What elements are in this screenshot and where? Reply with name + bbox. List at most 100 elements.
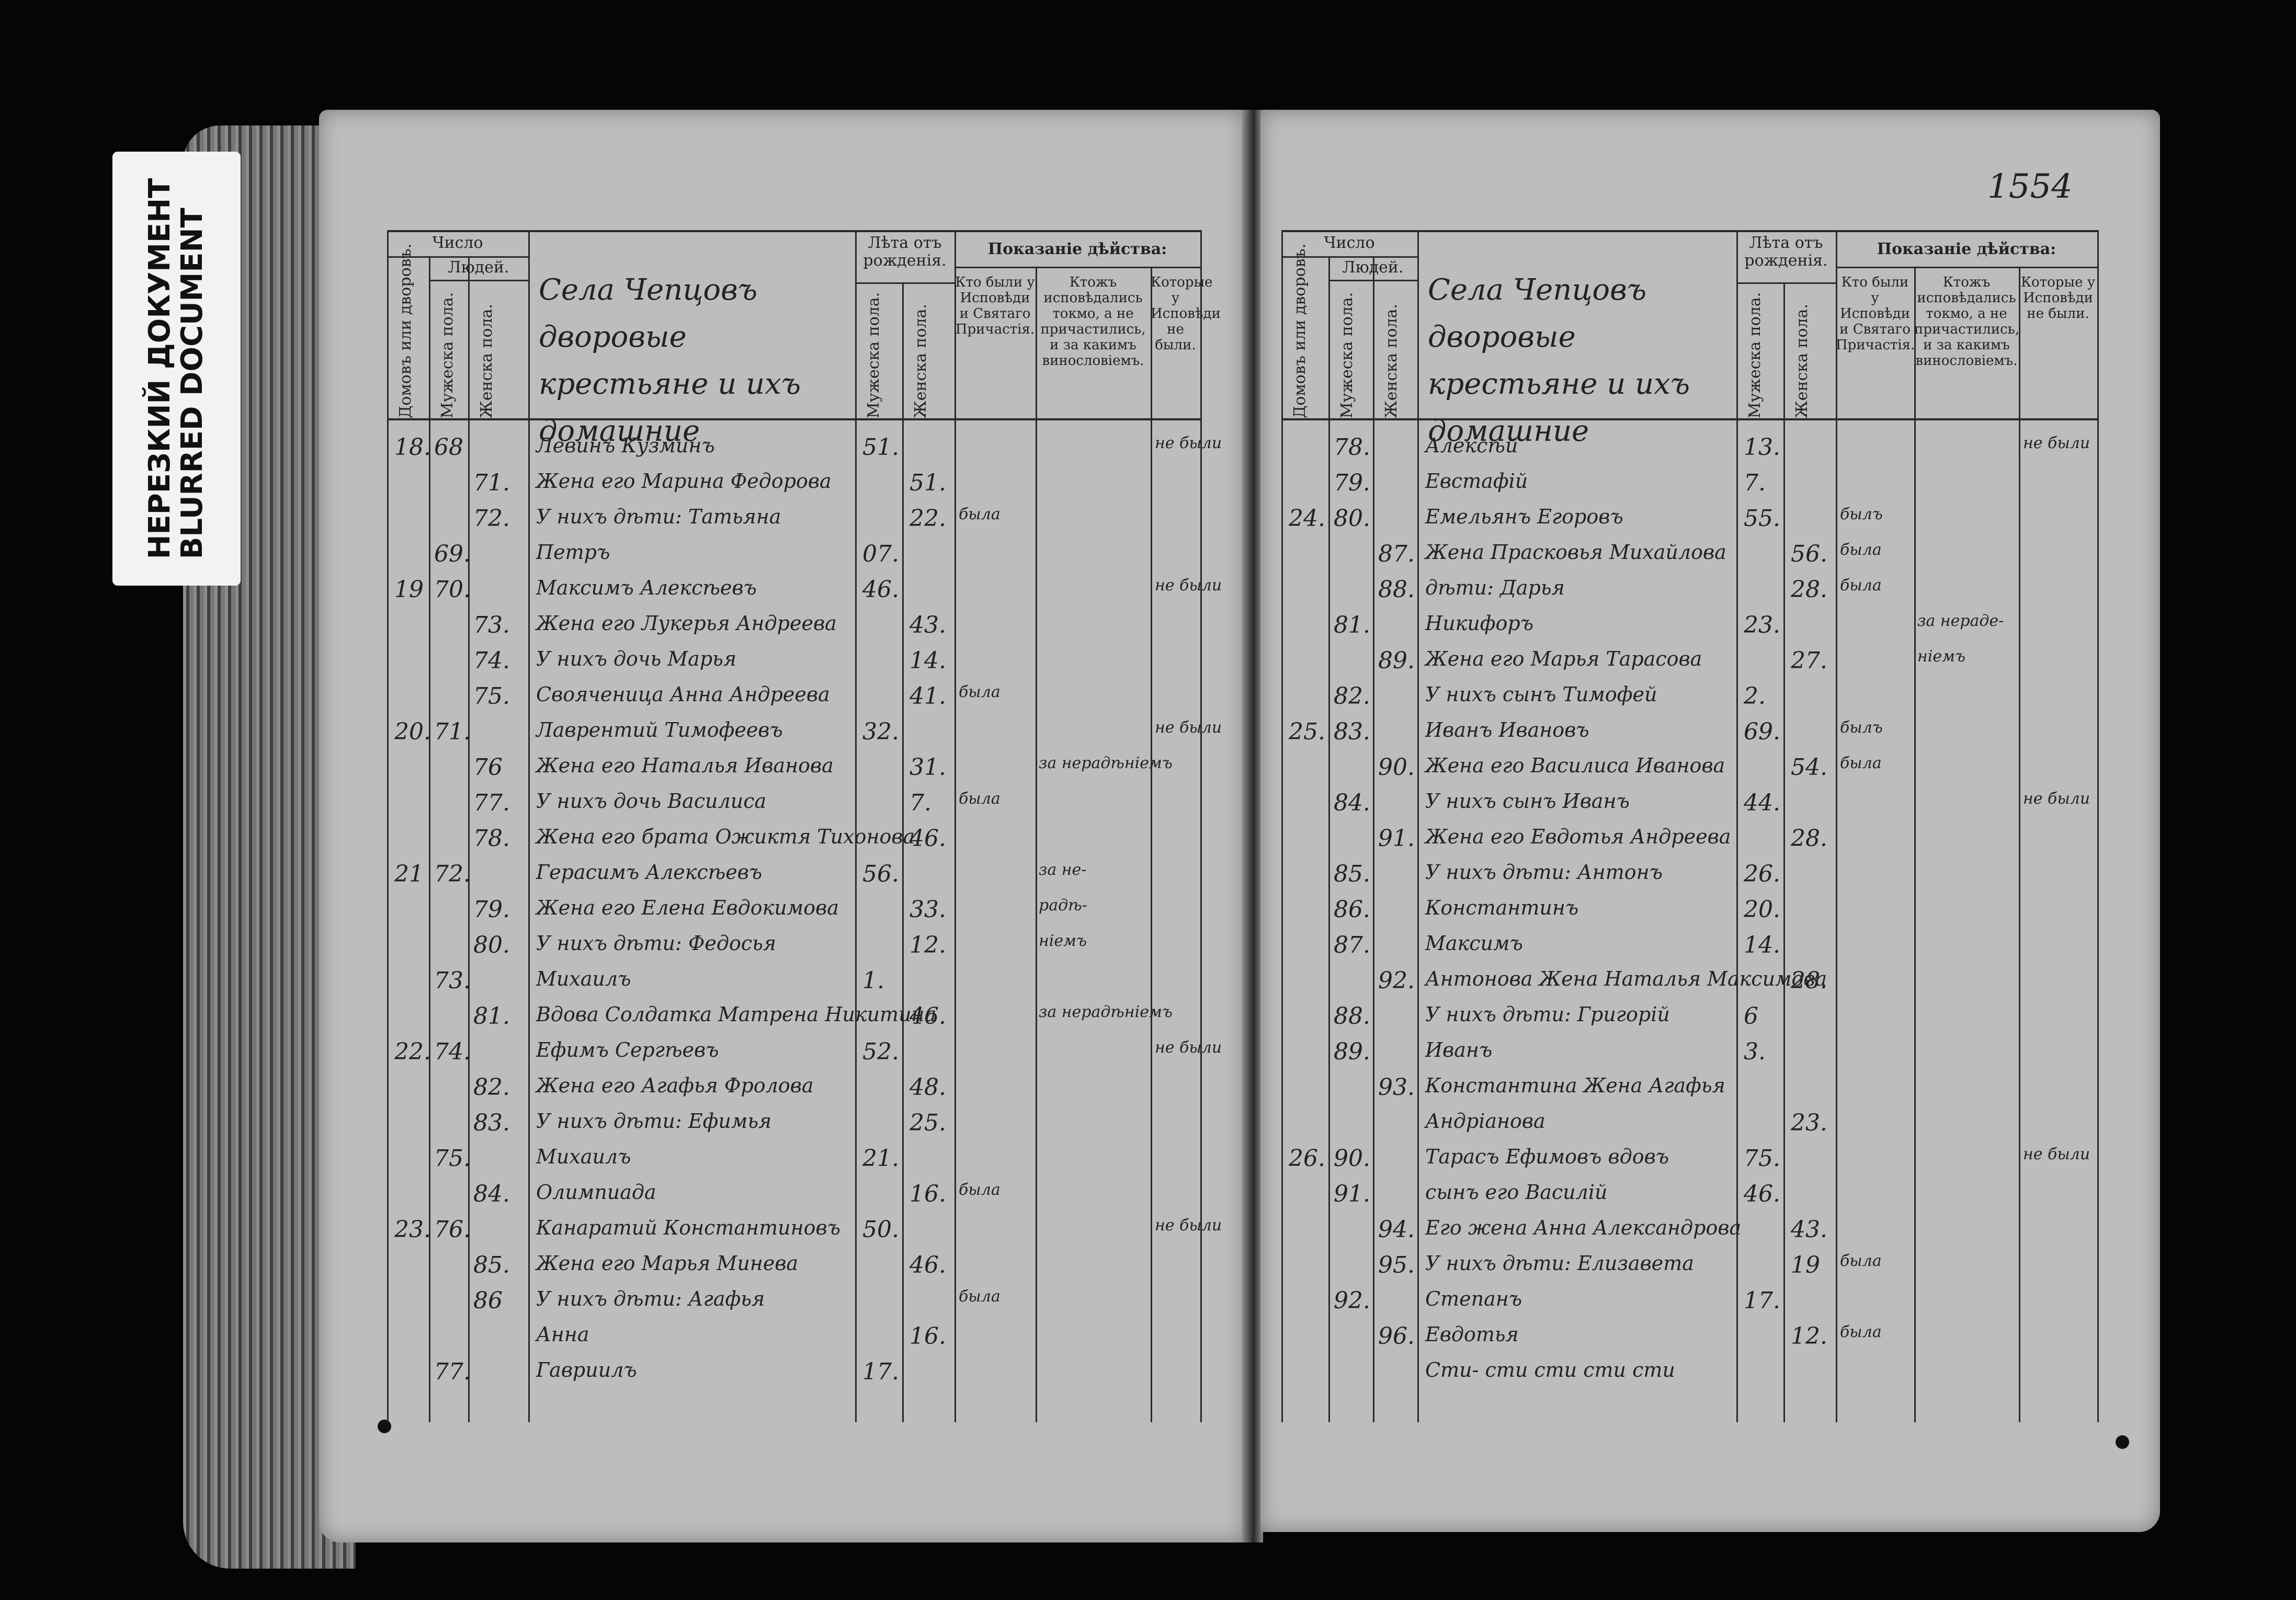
age-female: 16. (910, 1323, 946, 1350)
age-female: 56. (1791, 541, 1827, 567)
column-rule (954, 230, 956, 1422)
person-name: У нихъ дѣти: Елизавета (1425, 1252, 1694, 1275)
person-name: Михаилъ (536, 1145, 631, 1168)
male-number: 76. (434, 1216, 471, 1243)
female-number: 89. (1378, 647, 1415, 674)
age-female: 31. (910, 754, 946, 781)
age-male: 55. (1744, 505, 1780, 532)
person-name: Жена его Марина Федорова (536, 470, 832, 493)
header-dvorov: Домовъ или дворовъ. (1291, 243, 1309, 418)
register-row: Сти- сти сти сти сти (0, 1358, 2296, 1392)
person-name: Михаилъ (536, 967, 631, 990)
age-male: 14. (1744, 932, 1780, 958)
person-name: Евстафій (1425, 470, 1528, 493)
header-top-rule (387, 230, 1200, 232)
female-number: 86 (473, 1287, 503, 1314)
female-number: 71. (473, 470, 510, 496)
age-male: 21. (862, 1145, 899, 1172)
age-male: 46. (1744, 1181, 1780, 1207)
male-number: 81. (1334, 612, 1370, 638)
age-male: 6 (1744, 1003, 1758, 1030)
pokazanie-rule (954, 267, 1200, 268)
female-number: 77. (473, 790, 510, 816)
male-number: 68 (434, 434, 463, 461)
confession-status: былъ (1840, 505, 1883, 523)
column-rule (1417, 230, 1419, 1422)
column-rule (2019, 267, 2020, 1422)
male-number: 72. (434, 861, 471, 887)
absent-note: не были (1155, 576, 1222, 595)
reason-note: ніемъ (1917, 647, 1965, 666)
dvor-number: 20. (394, 718, 431, 745)
column-title: Села Чепцовъ дворовые крестьяне и ихъ до… (539, 273, 801, 448)
confession-status: была (959, 1287, 1001, 1306)
male-number: 84. (1334, 790, 1370, 816)
person-name: Канаратий Константиновъ (536, 1216, 840, 1239)
person-name: Алексѣй (1425, 434, 1518, 457)
header-leta: Лѣта отъ рожденія. (1744, 234, 1828, 270)
column-title: Села Чепцовъ дворовые крестьяне и ихъ до… (1428, 273, 1690, 448)
reason-note: за нераде- (1917, 612, 2004, 630)
column-rule (1200, 230, 1202, 1422)
male-number: 90. (1334, 1145, 1370, 1172)
header-muzh: Мужеска пола. (1338, 292, 1356, 418)
confession-status: была (959, 683, 1001, 701)
person-name: Олимпиада (536, 1181, 656, 1204)
age-female: 48. (910, 1074, 946, 1101)
male-number: 91. (1334, 1181, 1370, 1207)
male-number: 71. (434, 718, 471, 745)
pokazanie-rule (1836, 267, 2097, 268)
age-female: 54. (1791, 754, 1827, 781)
age-male: 07. (862, 541, 899, 567)
female-number: 90. (1378, 754, 1415, 781)
lyudey-rule (429, 280, 528, 281)
person-name: Максимъ Алексѣевъ (536, 576, 757, 599)
column-rule (1328, 256, 1330, 1422)
age-female: 46. (910, 1252, 946, 1278)
male-number: 78. (1334, 434, 1370, 461)
age-male: 2. (1744, 683, 1766, 710)
column-rule (1914, 267, 1916, 1422)
column-rule (902, 282, 904, 1422)
person-name: У нихъ дѣти: Григорій (1425, 1003, 1670, 1026)
right-page (1260, 110, 2160, 1532)
age-male: 32. (862, 718, 899, 745)
age-female: 46. (910, 1003, 946, 1030)
confession-status: былъ (1840, 718, 1883, 737)
reason-note: радѣ- (1039, 896, 1087, 915)
header-leta-muzh: Мужеска пола. (865, 292, 883, 418)
person-name: Емельянъ Егоровъ (1425, 505, 1623, 528)
absent-note: не были (2023, 790, 2090, 808)
absent-note: не были (2023, 1145, 2090, 1163)
absent-note: не были (1155, 1216, 1222, 1235)
confession-status: была (959, 790, 1001, 808)
reason-note: за нерадѣніемъ (1039, 754, 1173, 772)
female-number: 85. (473, 1252, 510, 1278)
female-number: 83. (473, 1110, 510, 1136)
male-number: 79. (1334, 470, 1370, 496)
header-pokazanie: Показаніе дѣйства: (987, 240, 1167, 258)
age-male: 44. (1744, 790, 1780, 816)
header-lyudey: Людей. (1342, 258, 1404, 277)
age-male: 13. (1744, 434, 1780, 461)
person-name: Жена его Лукерья Андреева (536, 612, 837, 635)
person-name: Андріанова (1425, 1110, 1545, 1133)
